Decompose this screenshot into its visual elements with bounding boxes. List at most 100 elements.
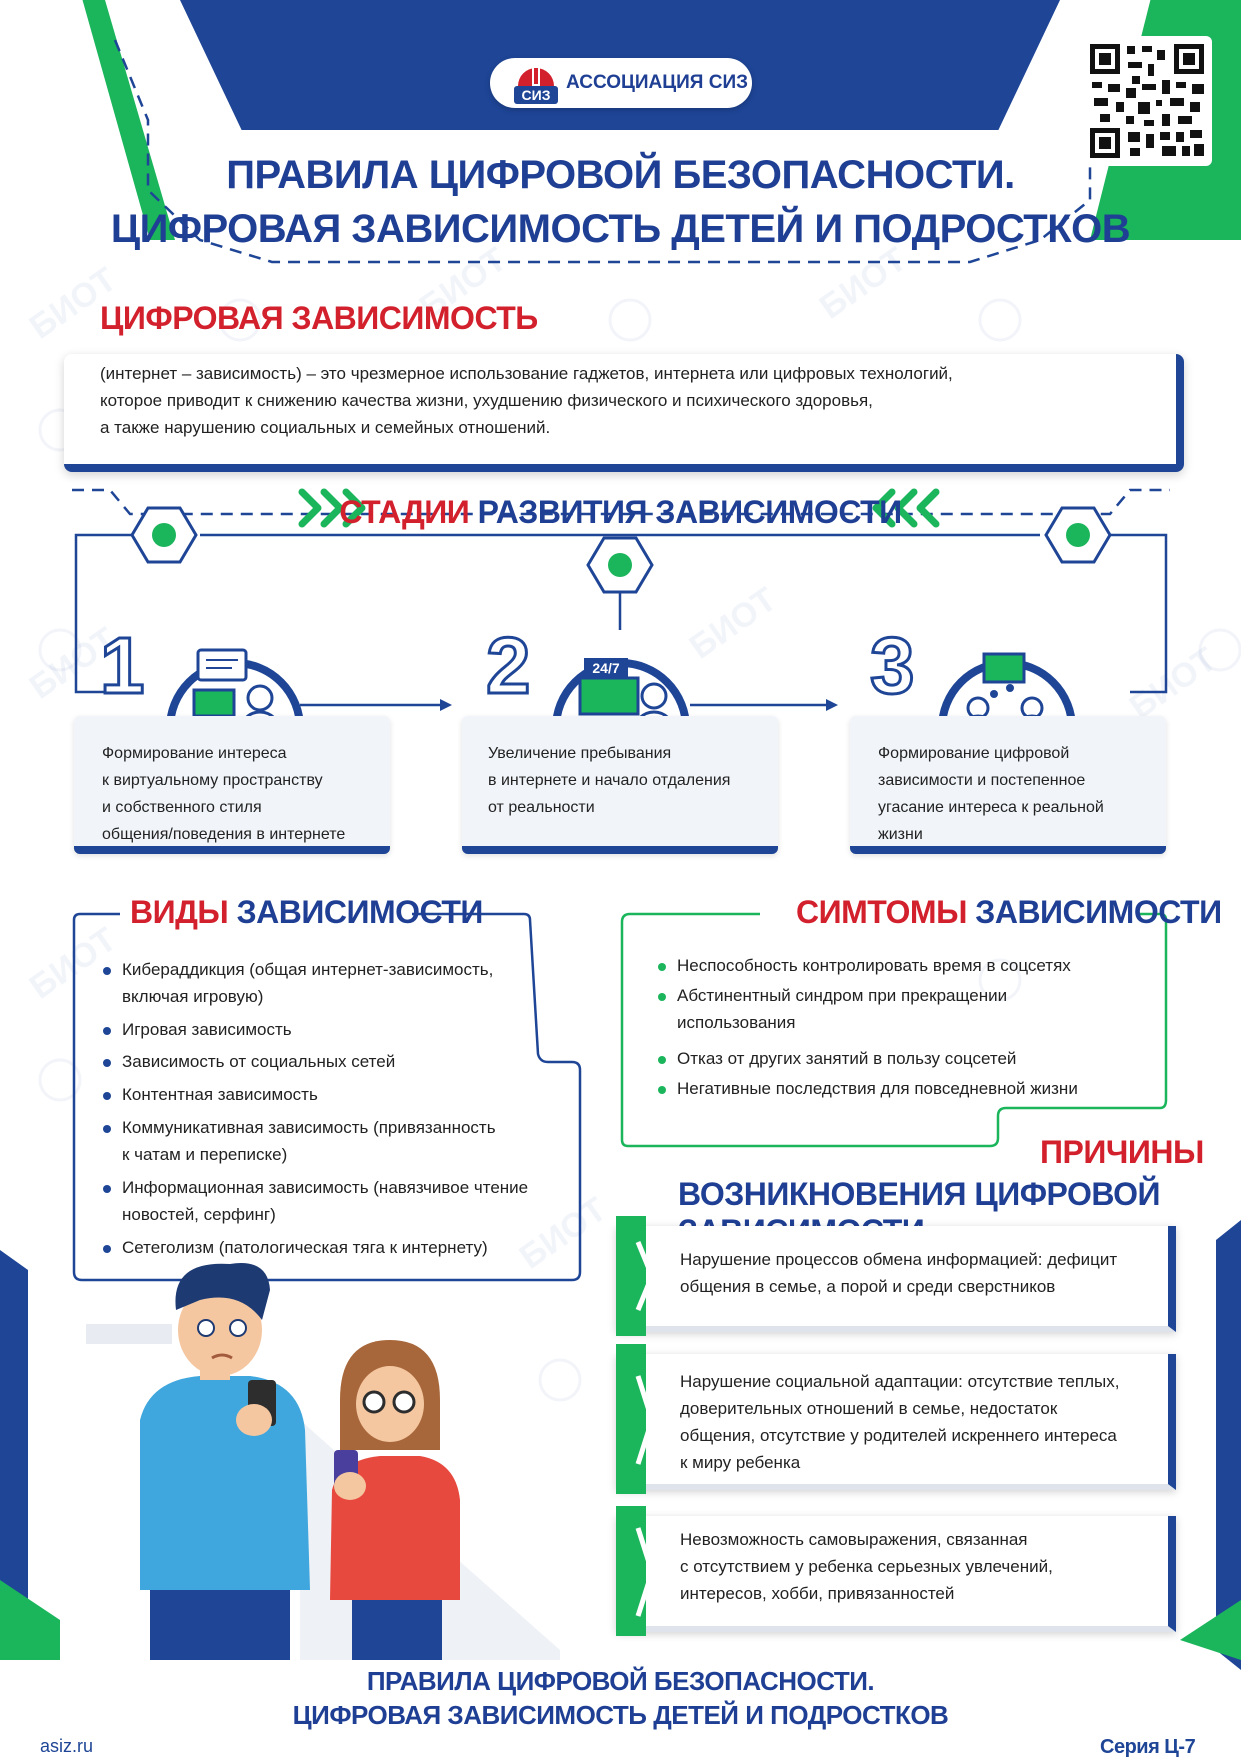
cause-chevron-icon: [635, 1375, 655, 1465]
cause-line: доверительных отношений в семье, недоста…: [680, 1399, 1058, 1418]
cause-chevron-icon: [635, 1527, 655, 1617]
stage-line: от реальности: [488, 799, 595, 816]
list-item: Зависимость от социальных сетей: [102, 1048, 396, 1075]
stage-number: 2: [485, 620, 532, 712]
list-item: Игровая зависимость: [103, 1016, 292, 1043]
stage-line: общения/поведения в интернете: [102, 826, 346, 843]
logo-mark-text: СИЗ: [522, 87, 551, 103]
stage-box: [74, 716, 390, 854]
stages-heading-blue: РАЗВИТИЯ ЗАВИСИМОСТИ: [477, 494, 903, 530]
definition-box: [64, 354, 1184, 472]
definition-heading: ЦИФРОВАЯ ЗАВИСИМОСТЬ: [100, 300, 538, 336]
list-item: Информационная зависимость (навязчивое ч…: [102, 1174, 529, 1228]
cause-tab: [616, 1216, 646, 1336]
cause-line: Нарушение социальной адаптации: отсутств…: [680, 1372, 1120, 1391]
cause-line: Нарушение процессов обмена информацией: …: [680, 1250, 1118, 1269]
cause-line: интересов, хобби, привязанностей: [680, 1584, 955, 1603]
footer-title-line: ЦИФРОВАЯ ЗАВИСИМОСТЬ ДЕТЕЙ И ПОДРОСТКОВ: [292, 1700, 949, 1730]
list-item-line: к чатам и переписке): [122, 1145, 288, 1164]
stage-box: [462, 716, 778, 854]
stages-heading-red: СТАДИИ: [339, 494, 470, 530]
stage-text: Увеличение пребывания в интернете и нача…: [488, 740, 778, 821]
cause-tab: [616, 1344, 646, 1494]
list-item-line: Сетеголизм (патологическая тяга к интерн…: [122, 1238, 488, 1257]
list-item: Отказ от других занятий в пользу соцсете…: [657, 1045, 1017, 1072]
bottom-decor: [0, 1220, 1241, 1670]
list-item-line: Зависимость от социальных сетей: [122, 1052, 396, 1071]
list-item: Негативные последствия для повседневной …: [658, 1075, 1078, 1102]
cause-text: Нарушение процессов обмена информацией: …: [680, 1246, 1160, 1300]
illustration-man: [140, 1263, 310, 1660]
list-item-line: Контентная зависимость: [122, 1085, 318, 1104]
stage-line: Увеличение пребывания: [488, 745, 672, 762]
siz-logo-icon: СИЗ: [514, 66, 558, 104]
cause-line: Невозможность самовыражения, связанная: [680, 1530, 1028, 1549]
illustration-girl: [330, 1340, 460, 1660]
list-item-line: Коммуникативная зависимость (привязаннос…: [122, 1118, 496, 1137]
symptoms-heading-red: СИМТОМЫ: [796, 894, 967, 930]
cause-box: [616, 1354, 1176, 1490]
cause-line: общения в семье, а порой и среди сверстн…: [680, 1277, 1056, 1296]
title-line: ПРАВИЛА ЦИФРОВОЙ БЕЗОПАСНОСТИ.: [226, 153, 1015, 197]
stage-text: Формирование цифровой зависимости и пост…: [878, 740, 1168, 848]
cause-box: [616, 1516, 1176, 1632]
cause-chevron-icon: [635, 1241, 655, 1311]
title-dashed-frame: [113, 39, 1127, 264]
cause-text: Невозможность самовыражения, связанная с…: [680, 1526, 1160, 1607]
definition-line: (интернет – зависимость) – это чрезмерно…: [100, 364, 953, 383]
types-heading: ВИДЫ ЗАВИСИМОСТИ: [130, 894, 483, 931]
stage-badge: 24/7: [592, 660, 619, 676]
list-item-line: Неспособность контролировать время в соц…: [677, 956, 1071, 975]
list-item-line: Информационная зависимость (навязчивое ч…: [122, 1178, 529, 1197]
cause-text: Нарушение социальной адаптации: отсутств…: [680, 1368, 1160, 1476]
symptoms-heading-blue: ЗАВИСИМОСТИ: [975, 894, 1222, 930]
definition-text: (интернет – зависимость) – это чрезмерно…: [100, 360, 1150, 441]
list-item: Контентная зависимость: [103, 1081, 318, 1108]
cause-line: с отсутствием у ребенка серьезных увлече…: [680, 1557, 1053, 1576]
stage-line: и собственного стиля: [102, 799, 262, 816]
list-item-line: Негативные последствия для повседневной …: [677, 1079, 1078, 1098]
stages-heading: СТАДИИ РАЗВИТИЯ ЗАВИСИМОСТИ: [0, 494, 1241, 531]
page-title: ПРАВИЛА ЦИФРОВОЙ БЕЗОПАСНОСТИ. ЦИФРОВАЯ …: [0, 148, 1241, 256]
footer-title-line: ПРАВИЛА ЦИФРОВОЙ БЕЗОПАСНОСТИ.: [366, 1666, 875, 1696]
stage-number: 3: [869, 620, 916, 712]
stage-box: [850, 716, 1166, 854]
cause-box: [616, 1226, 1176, 1332]
stage-line: угасание интереса к реальной: [878, 799, 1104, 816]
stage-text: Формирование интереса к виртуальному про…: [102, 740, 392, 848]
definition-line: а также нарушению социальных и семейных …: [100, 418, 551, 437]
stages-connector: [72, 488, 1170, 711]
list-item: Неспособность контролировать время в соц…: [658, 952, 1071, 979]
list-item: Абстинентный синдром при прекращении исп…: [657, 982, 1008, 1036]
list-item-line: Отказ от других занятий в пользу соцсете…: [677, 1049, 1017, 1068]
cause-line: к миру ребенка: [680, 1453, 801, 1472]
cause-line: общения, отсутствие у родителей искренне…: [680, 1426, 1117, 1445]
stage-line: зависимости и постепенное: [878, 772, 1086, 789]
types-heading-blue: ЗАВИСИМОСТИ: [236, 894, 484, 930]
list-item-line: Кибераддикция (общая интернет-зависимост…: [122, 960, 494, 979]
list-item-line: использования: [677, 1013, 796, 1032]
stage-number: 1: [99, 620, 146, 712]
stage-line: Формирование интереса: [102, 745, 287, 762]
logo-text: АССОЦИАЦИЯ СИЗ: [566, 72, 749, 93]
stage-line: жизни: [878, 826, 923, 843]
types-heading-red: ВИДЫ: [130, 894, 229, 930]
stage-line: Формирование цифровой: [878, 745, 1070, 762]
footer-series: Серия Ц-7: [1100, 1736, 1196, 1758]
list-item-line: Игровая зависимость: [122, 1020, 292, 1039]
qr-code[interactable]: [1082, 36, 1212, 166]
footer-site-link[interactable]: asiz.ru: [40, 1736, 94, 1756]
list-item: Кибераддикция (общая интернет-зависимост…: [102, 956, 494, 1010]
list-item: Коммуникативная зависимость (привязаннос…: [103, 1114, 496, 1168]
footer-title: ПРАВИЛА ЦИФРОВОЙ БЕЗОПАСНОСТИ. ЦИФРОВАЯ …: [0, 1664, 1241, 1732]
section-frames: [72, 912, 1168, 1282]
symptoms-heading: СИМТОМЫ ЗАВИСИМОСТИ: [796, 894, 1222, 931]
stage-line: в интернете и начало отдаления: [488, 772, 731, 789]
title-line: ЦИФРОВАЯ ЗАВИСИМОСТЬ ДЕТЕЙ И ПОДРОСТКОВ: [110, 207, 1131, 251]
list-item-line: новостей, серфинг): [122, 1205, 276, 1224]
definition-line: которое приводит к снижению качества жиз…: [100, 391, 873, 410]
list-item: Сетеголизм (патологическая тяга к интерн…: [103, 1234, 488, 1261]
list-item-line: Абстинентный синдром при прекращении: [677, 986, 1008, 1005]
causes-heading-red: ПРИЧИНЫ: [1040, 1134, 1204, 1170]
